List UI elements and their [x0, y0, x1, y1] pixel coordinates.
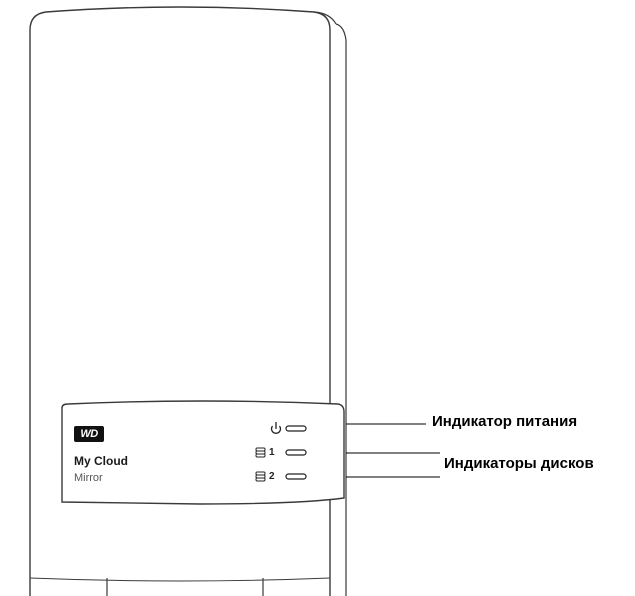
drive-stack-icon [255, 471, 266, 482]
power-led-label: Индикатор питания [432, 413, 578, 430]
drive1-led [285, 449, 307, 456]
wd-logo: WD [74, 426, 104, 442]
device-enclosure [29, 6, 331, 596]
device-side-edge [335, 23, 347, 596]
drive2-number: 2 [269, 471, 275, 482]
power-icon [270, 422, 282, 434]
drive-stack-icon [255, 447, 266, 458]
model-variant: Mirror [74, 472, 103, 484]
drive1-number: 1 [269, 447, 275, 458]
front-panel [61, 400, 345, 505]
drive-leds-label: Индикаторы дисков [444, 455, 594, 472]
model-name: My Cloud [74, 454, 128, 468]
power-led [285, 425, 307, 432]
base-curve [29, 577, 331, 582]
drive2-led [285, 473, 307, 480]
device-top-edge [313, 11, 337, 25]
wd-logo-text: WD [80, 428, 98, 440]
